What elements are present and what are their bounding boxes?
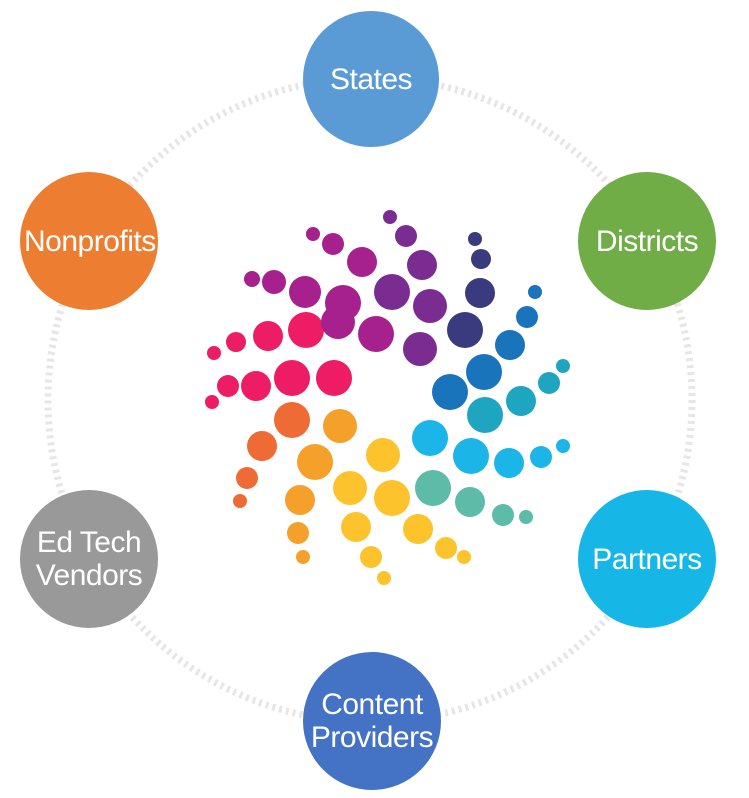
burst-dot [468, 232, 482, 246]
burst-dot [395, 225, 417, 247]
burst-dot [253, 321, 283, 351]
burst-dot [325, 285, 361, 321]
burst-dot [358, 316, 394, 352]
burst-dot [455, 487, 485, 517]
burst-dot [530, 446, 552, 468]
burst-dot [207, 346, 221, 360]
burst-dot [407, 250, 437, 280]
districts-node: Districts [578, 172, 716, 310]
ed-tech-vendors-label-line-1: Ed Tech [36, 526, 142, 559]
burst-dot [241, 371, 271, 401]
burst-dot [297, 444, 333, 480]
burst-dot [467, 397, 503, 433]
burst-dot [205, 395, 219, 409]
burst-dot [366, 438, 400, 472]
burst-dot [466, 354, 502, 390]
burst-dot [506, 386, 536, 416]
states-label: States [306, 63, 436, 96]
burst-dot [226, 332, 246, 352]
burst-dot [287, 522, 309, 544]
burst-dot [288, 312, 324, 348]
burst-dot [316, 360, 352, 396]
burst-dot [247, 431, 277, 461]
burst-dot [333, 471, 367, 505]
content-providers-label: Content Providers [307, 688, 437, 754]
burst-dot [323, 409, 357, 443]
burst-dot [285, 485, 315, 515]
burst-dot [233, 494, 247, 508]
burst-dot [296, 550, 310, 564]
burst-dot [322, 233, 344, 255]
content-providers-label-line-2: Providers [310, 721, 434, 754]
ed-tech-vendors-node: Ed Tech Vendors [20, 490, 158, 628]
partners-node: Partners [578, 490, 716, 628]
burst-dot [217, 375, 239, 397]
burst-dot [495, 330, 525, 360]
ed-tech-vendors-label: Ed Tech Vendors [24, 526, 154, 592]
burst-dot [383, 210, 397, 224]
burst-dot [492, 504, 514, 526]
content-providers-node: Content Providers [303, 652, 441, 790]
burst-dot [538, 372, 560, 394]
burst-dot [516, 306, 538, 328]
burst-dot [403, 514, 433, 544]
burst-dot [447, 312, 483, 348]
burst-dot [412, 420, 448, 456]
burst-dot [528, 285, 542, 299]
burst-dot [556, 359, 570, 373]
ed-tech-vendors-label-line-2: Vendors [35, 559, 143, 592]
nonprofits-node: Nonprofits [20, 172, 158, 310]
burst-dot [244, 271, 260, 287]
burst-dot [494, 448, 524, 478]
burst-dot [262, 270, 286, 294]
burst-dot [415, 470, 451, 506]
burst-dot [341, 512, 371, 542]
partners-label-line: Partners [592, 542, 702, 576]
districts-label-line: Districts [595, 224, 699, 258]
burst-dot [556, 439, 570, 453]
states-node: States [303, 11, 439, 147]
burst-dot [471, 249, 491, 269]
burst-dot [457, 550, 471, 564]
burst-dot [274, 360, 310, 396]
content-providers-label-line-1: Content [321, 688, 423, 721]
burst-dot [360, 546, 382, 568]
burst-dot [347, 247, 377, 277]
burst-dot [274, 402, 310, 438]
burst-dot [374, 274, 410, 310]
burst-dot [377, 571, 391, 585]
burst-dot [306, 227, 320, 241]
partners-label: Partners [582, 543, 712, 576]
burst-dot [465, 278, 495, 308]
districts-label: Districts [582, 225, 712, 258]
burst-dot [374, 480, 410, 516]
nonprofits-label: Nonprofits [24, 224, 156, 258]
burst-dot [289, 276, 321, 308]
burst-dot [435, 537, 457, 559]
burst-dot [413, 289, 447, 323]
states-label-line: States [329, 62, 413, 96]
nonprofits-label-line: Nonprofits [24, 224, 156, 258]
burst-dot [519, 510, 533, 524]
burst-dot [453, 438, 489, 474]
burst-dot [432, 374, 468, 410]
burst-dot [403, 332, 437, 366]
burst-dot [236, 467, 258, 489]
